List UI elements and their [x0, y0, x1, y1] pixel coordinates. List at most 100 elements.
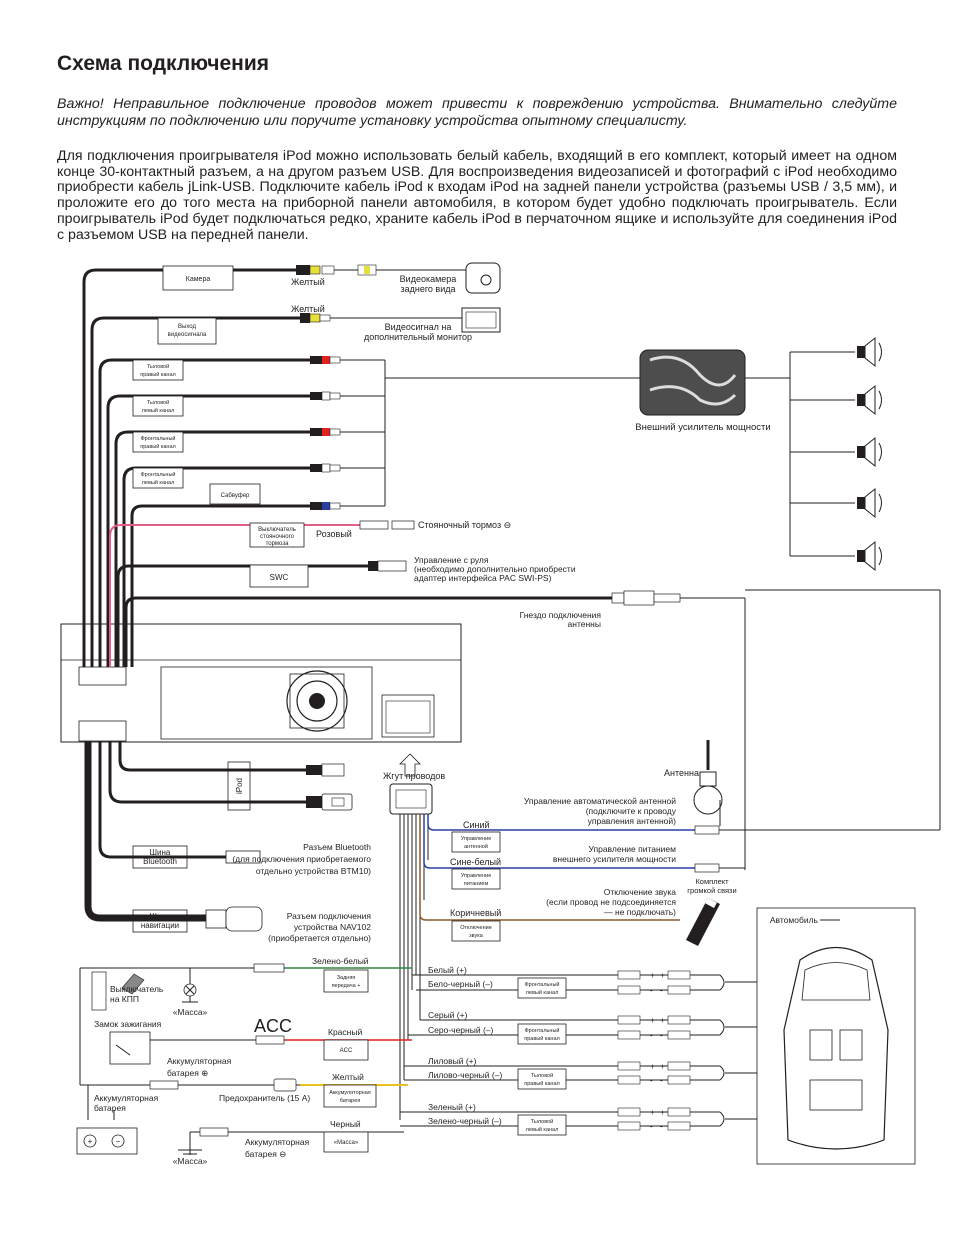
- svg-text:+: +: [660, 1108, 665, 1117]
- svg-text:Сабвуфер: Сабвуфер: [221, 493, 250, 499]
- svg-text:−: −: [116, 1137, 121, 1146]
- power-connectors: [149, 963, 297, 1137]
- svg-text:Аккумуляторная: Аккумуляторная: [94, 1093, 159, 1103]
- ipod-connectors: [205, 763, 353, 932]
- svg-text:(приобретается отдельно): (приобретается отдельно): [268, 933, 371, 943]
- control-labels: Жгут проводов Антенна Управление автомат…: [232, 768, 736, 943]
- upper-labels: Желтый Желтый Видеокамера заднего вида В…: [291, 274, 771, 629]
- svg-text:левый канал: левый канал: [142, 407, 175, 414]
- power-labels: Зелено-белый Красный Желтый Черный Выклю…: [94, 956, 369, 1166]
- svg-text:Бело-черный (–): Бело-черный (–): [428, 979, 493, 989]
- svg-text:-: -: [660, 1031, 663, 1040]
- svg-text:правый канал: правый канал: [140, 443, 175, 450]
- svg-text:питанием: питанием: [464, 881, 489, 887]
- svg-text:+: +: [650, 1108, 655, 1117]
- svg-text:«Масса»: «Масса»: [173, 1007, 208, 1017]
- head-unit: [60, 623, 462, 743]
- svg-text:-: -: [660, 1076, 663, 1085]
- navigation-connector-icon: [205, 906, 263, 932]
- speaker-icon: [857, 487, 882, 519]
- svg-text:Управление автоматической анте: Управление автоматической антенной: [524, 796, 676, 806]
- top-connector-block: [78, 666, 127, 686]
- antenna-icon: [693, 740, 723, 826]
- front-right-rca-icon: [310, 428, 341, 436]
- minijack-icon: [306, 763, 345, 777]
- svg-text:Управление с руля: Управление с руля: [414, 555, 489, 565]
- svg-text:«Масса»: «Масса»: [334, 1140, 359, 1146]
- svg-text:Зеленый (+): Зеленый (+): [428, 1102, 476, 1112]
- svg-text:(необходимо дополнительно прио: (необходимо дополнительно приобрести: [414, 564, 576, 574]
- ant-ctrl-connector-icon: [694, 825, 720, 835]
- upper-wires: [82, 268, 855, 870]
- svg-text:Комплект: Комплект: [695, 877, 729, 886]
- svg-text:Внешний усилитель мощности: Внешний усилитель мощности: [635, 422, 770, 433]
- svg-text:Черный: Черный: [330, 1119, 361, 1129]
- camera-box-label: Камера: [186, 276, 211, 283]
- amplifier-icon: [639, 349, 746, 416]
- svg-text:-: -: [650, 1076, 653, 1085]
- svg-text:Аккумуляторная: Аккумуляторная: [329, 1090, 371, 1096]
- svg-text:устройства NAV102: устройства NAV102: [294, 922, 371, 932]
- svg-text:отдельно устройства BTM10): отдельно устройства BTM10): [256, 866, 371, 876]
- svg-text:Управление: Управление: [461, 836, 492, 842]
- speaker-icon: [857, 336, 882, 368]
- svg-text:-: -: [650, 1122, 653, 1131]
- svg-text:SWC: SWC: [270, 573, 289, 582]
- amp-power-connector-icon: [694, 863, 720, 873]
- svg-text:адаптер интерфейса PAC SWI-PS): адаптер интерфейса PAC SWI-PS): [414, 573, 552, 583]
- svg-text:Задняя: Задняя: [337, 975, 356, 981]
- svg-text:батарея: батарея: [94, 1103, 126, 1113]
- phone-icon: [686, 898, 720, 946]
- svg-text:правый канал: правый канал: [524, 1035, 559, 1042]
- svg-text:Фронтальный: Фронтальный: [141, 471, 176, 478]
- svg-text:(подключите к проводу: (подключите к проводу: [586, 806, 677, 816]
- control-boxes: Управление антенной Управление питанием …: [451, 831, 501, 942]
- svg-text:Выключатель: Выключатель: [258, 527, 296, 533]
- svg-text:— не подключать): — не подключать): [604, 907, 676, 917]
- speaker-icon: [857, 436, 882, 468]
- svg-text:передача +: передача +: [332, 983, 361, 989]
- svg-text:звука: звука: [469, 933, 484, 939]
- svg-text:Выход: Выход: [178, 324, 196, 330]
- svg-text:-: -: [650, 986, 653, 995]
- svg-text:Тыловой: Тыловой: [531, 1118, 553, 1125]
- power-boxes: Задняя передача + ACC Аккумуляторная бат…: [323, 969, 377, 1153]
- svg-text:Фронтальный: Фронтальный: [525, 981, 560, 988]
- intro-paragraph: Для подключения проигрывателя iPod можно…: [57, 148, 897, 243]
- svg-text:Антенна: Антенна: [664, 768, 699, 778]
- svg-text:Тыловой: Тыловой: [531, 1072, 553, 1079]
- ignition-switch-icon: [109, 1031, 151, 1065]
- svg-text:«Масса»: «Масса»: [173, 1156, 208, 1166]
- svg-text:Аккумуляторная: Аккумуляторная: [245, 1137, 310, 1147]
- svg-text:внешнего усилителя мощности: внешнего усилителя мощности: [553, 854, 676, 864]
- bottom-connector-block: [78, 720, 127, 742]
- fuse-icon: [273, 1078, 297, 1092]
- ground-symbol-icon: [178, 983, 202, 1155]
- svg-text:батарея ⊕: батарея ⊕: [167, 1068, 208, 1078]
- svg-text:Фронтальный: Фронтальный: [141, 435, 176, 442]
- svg-text:Тыловой: Тыловой: [147, 363, 169, 370]
- svg-text:правый канал: правый канал: [140, 371, 175, 378]
- parking-brake-connector-icon: [359, 520, 415, 530]
- control-wires: [419, 589, 941, 921]
- svg-text:Серый (+): Серый (+): [428, 1010, 468, 1020]
- svg-text:Сине-белый: Сине-белый: [450, 857, 501, 867]
- speaker-outputs: [400, 970, 800, 1131]
- svg-text:Управление: Управление: [461, 873, 492, 879]
- svg-text:левый канал: левый канал: [526, 989, 559, 996]
- svg-text:заднего вида: заднего вида: [400, 284, 455, 294]
- wiring-harness: [389, 753, 433, 1120]
- svg-text:Серо-черный (–): Серо-черный (–): [428, 1025, 494, 1035]
- battery-icon: + −: [76, 1127, 138, 1155]
- svg-text:Стояночный тормоз ⊖: Стояночный тормоз ⊖: [418, 520, 511, 530]
- monitor-icon: [461, 307, 501, 333]
- page-title: Схема подключения: [57, 52, 270, 75]
- svg-text:Фронтальный: Фронтальный: [525, 1027, 560, 1034]
- svg-text:управления антенной): управления антенной): [588, 816, 677, 826]
- svg-text:навигации: навигации: [141, 921, 179, 930]
- car-illustration: Автомобиль: [756, 907, 916, 1165]
- svg-text:Тыловой: Тыловой: [147, 399, 169, 406]
- svg-text:Отключение звука: Отключение звука: [604, 887, 677, 897]
- svg-text:Гнездо подключения: Гнездо подключения: [520, 610, 602, 620]
